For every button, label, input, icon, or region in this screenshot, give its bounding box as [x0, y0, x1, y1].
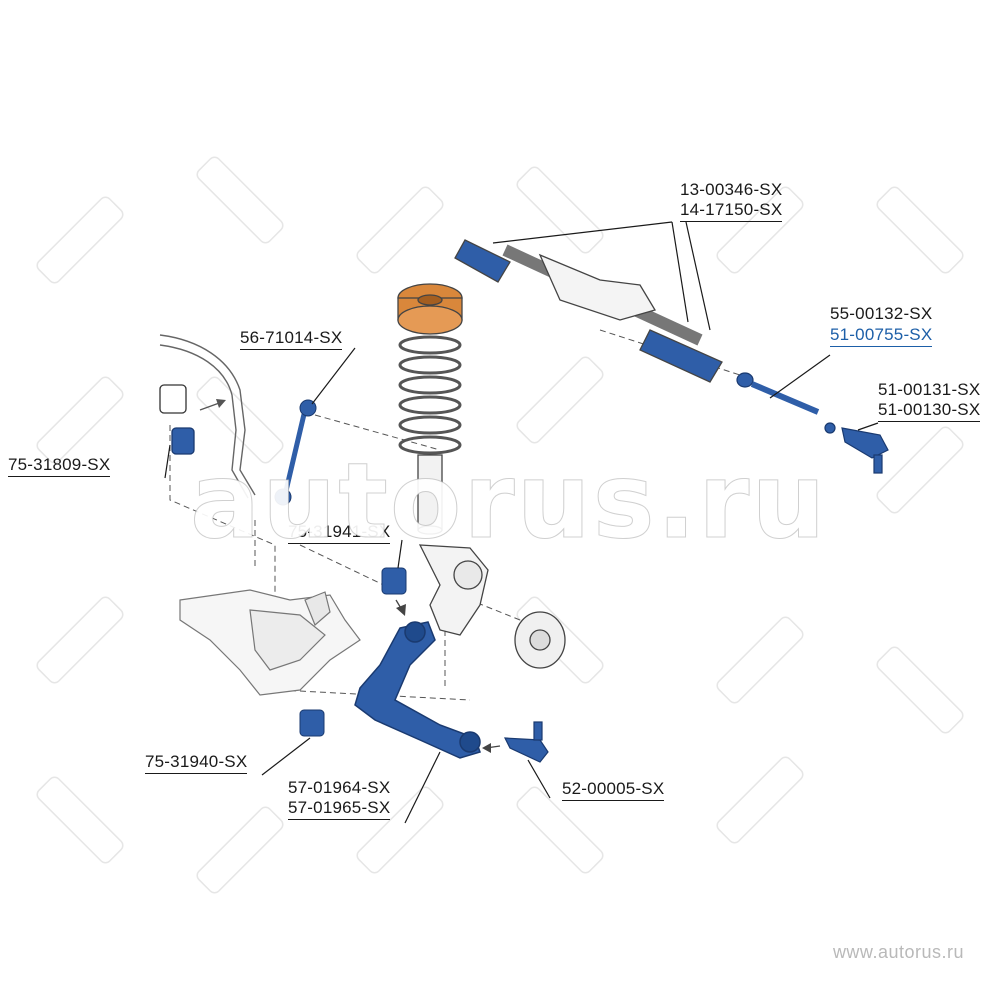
label-arm-bushing-rear: 75-31940-SX	[145, 752, 248, 774]
tie-rod	[736, 372, 836, 434]
label-tie-rod-end-1: 51-00131-SX	[878, 380, 981, 399]
watermark-tiles	[36, 156, 964, 894]
watermark-footer-url: www.autorus.ru	[832, 942, 964, 962]
label-stabilizer-link: 56-71014-SX	[240, 328, 343, 350]
watermark-overlay-text: autorus.ru	[189, 440, 828, 563]
subframe	[179, 589, 361, 696]
stabilizer-bushing	[159, 384, 195, 455]
label-tie-rod-1: 55-00132-SX	[830, 304, 933, 323]
bushing-arrowhead	[216, 399, 226, 408]
strut-assembly	[397, 283, 463, 535]
label-tie-rod-end-2: 51-00130-SX	[878, 400, 981, 422]
arm-bushing-arrowhead	[396, 604, 406, 616]
ball-joint	[504, 721, 549, 763]
label-tie-rod-boot-2: 14-17150-SX	[680, 200, 783, 222]
control-arm	[354, 621, 481, 759]
tie-rod-end	[841, 427, 889, 474]
arm-bushing-rear	[299, 709, 325, 737]
label-tie-rod-boot-1: 13-00346-SX	[680, 180, 783, 199]
steering-rack	[454, 239, 723, 383]
label-control-arm-1: 57-01964-SX	[288, 778, 391, 797]
label-arm-bushing-front: 75-31941-SX	[288, 522, 391, 544]
arm-bushing-front	[381, 567, 407, 595]
ball-joint-arrowhead	[482, 743, 491, 753]
label-control-arm-2: 57-01965-SX	[288, 798, 391, 820]
label-tie-rod-2: 51-00755-SX	[830, 325, 933, 347]
steering-knuckle	[418, 544, 566, 669]
label-stabilizer-bushing: 75-31809-SX	[8, 455, 111, 477]
label-ball-joint: 52-00005-SX	[562, 779, 665, 801]
stabilizer-bar	[159, 334, 256, 499]
leader-lines	[164, 221, 879, 824]
